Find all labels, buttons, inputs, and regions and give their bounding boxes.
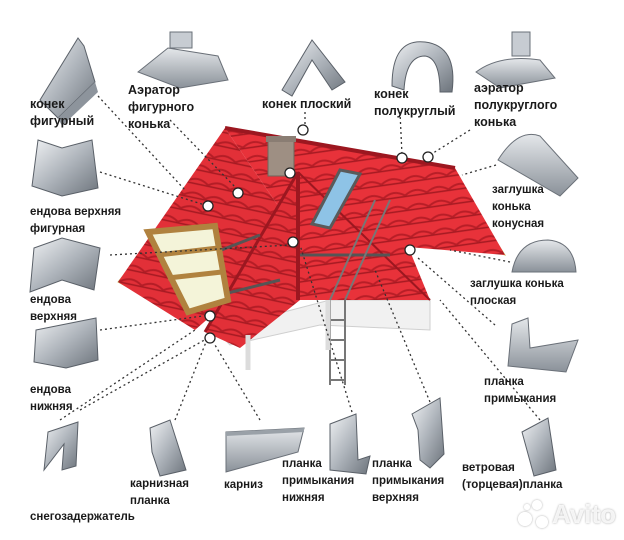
- avito-logo-icon: [517, 499, 548, 530]
- part-aerator-figurnogo: [137, 31, 229, 89]
- part-konek-polukrugly: [391, 41, 454, 93]
- part-konek-ploskiy: [281, 39, 346, 97]
- callout-circles: [202, 124, 434, 344]
- part-zaglushka-konusnaya: [497, 134, 579, 197]
- label-endova-verhnyaya-figurnaya: ендова верхняя фигурная: [30, 206, 122, 235]
- leader-lines: [59, 95, 541, 421]
- part-planka-primykaniya: [507, 317, 579, 373]
- part-snegozaderzhatel: [43, 421, 79, 472]
- label-aerator-figurnogo: Аэратор фигурного конька: [128, 83, 195, 131]
- label-zaglushka-konusnaya: заглушка конька конусная: [492, 184, 545, 230]
- label-konek-ploskiy: конек плоский: [262, 97, 352, 111]
- label-endova-verhnyaya: ендова верхняя: [30, 294, 77, 323]
- label-konek-figurny: конек фигурный: [30, 97, 95, 128]
- house: [117, 126, 507, 385]
- label-karniznaya-planka: карнизная планка: [130, 478, 189, 507]
- part-konek-figurny: [39, 37, 98, 126]
- part-zaglushka-ploskaya: [511, 239, 577, 273]
- label-endova-nizhnyaya: ендова нижняя: [30, 384, 73, 413]
- label-aerator-polukruglogo: аэратор полукруглого конька: [474, 81, 558, 129]
- label-zaglushka-ploskaya: заглушка конька плоская: [470, 278, 564, 307]
- part-karniznaya-planka: [149, 419, 187, 477]
- part-endova-verhnyaya: [29, 237, 101, 293]
- part-endova-verhnyaya-figurnaya: [31, 139, 99, 197]
- label-planka-primykaniya-nizhnyaya: планка примыкания нижняя: [282, 458, 355, 504]
- part-planka-primykaniya-verhnyaya: [411, 397, 445, 469]
- avito-watermark: Avito: [517, 499, 616, 530]
- label-snegozaderzhatel: снегозадержатель: [30, 511, 135, 523]
- avito-watermark-text: Avito: [551, 499, 616, 529]
- part-karniz: [225, 427, 305, 473]
- roof-frame: [143, 222, 232, 316]
- part-aerator-polukruglogo: [475, 31, 556, 89]
- label-karniz: карниз: [224, 479, 263, 491]
- label-konek-polukrugly: конек полукруглый: [374, 87, 456, 118]
- roof-front-left: [205, 172, 300, 348]
- part-endova-nizhnyaya: [33, 317, 99, 369]
- part-planka-primykaniya-nizhnyaya: [329, 413, 371, 475]
- label-planka-primykaniya: планка примыкания: [484, 376, 557, 405]
- label-planka-primykaniya-verhnyaya: планка примыкания верхняя: [372, 458, 445, 504]
- part-vetrovaya-planka: [521, 417, 557, 477]
- label-vetrovaya-planka: ветровая (торцевая)планка: [462, 462, 563, 491]
- skylight: [309, 168, 363, 230]
